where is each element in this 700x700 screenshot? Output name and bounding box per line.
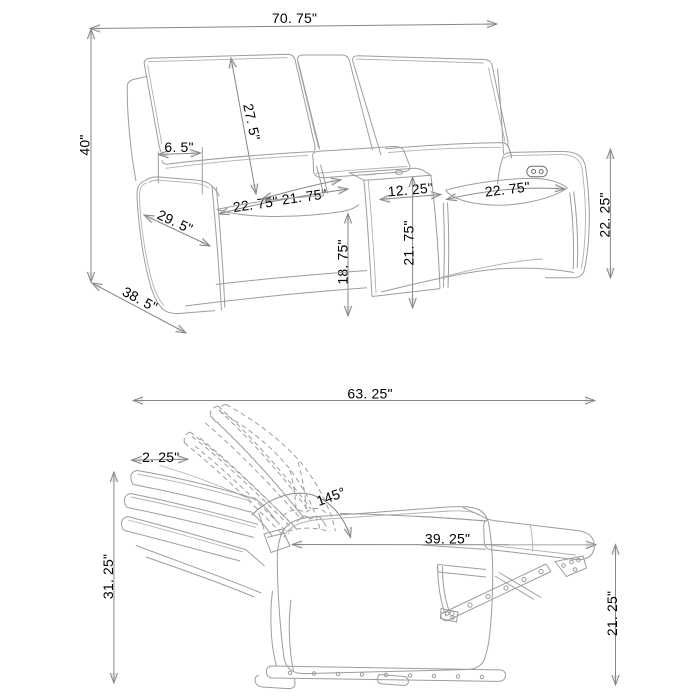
svg-text:31. 25": 31. 25": [100, 554, 116, 599]
svg-text:21. 25": 21. 25": [604, 591, 620, 636]
svg-text:12. 25": 12. 25": [387, 180, 434, 200]
svg-text:2. 25": 2. 25": [142, 449, 179, 465]
svg-text:21. 75": 21. 75": [401, 220, 417, 265]
svg-text:22. 25": 22. 25": [597, 192, 613, 237]
svg-text:18. 75": 18. 75": [335, 239, 351, 284]
svg-text:70. 75": 70. 75": [272, 10, 317, 26]
svg-text:27. 5": 27. 5": [240, 102, 263, 142]
svg-text:63. 25": 63. 25": [347, 386, 392, 402]
svg-text:22. 75": 22. 75": [484, 178, 531, 199]
svg-text:29. 5": 29. 5": [155, 206, 196, 236]
svg-text:6. 5": 6. 5": [164, 139, 193, 155]
svg-text:39. 25": 39. 25": [425, 531, 470, 547]
svg-text:40": 40": [77, 134, 93, 155]
